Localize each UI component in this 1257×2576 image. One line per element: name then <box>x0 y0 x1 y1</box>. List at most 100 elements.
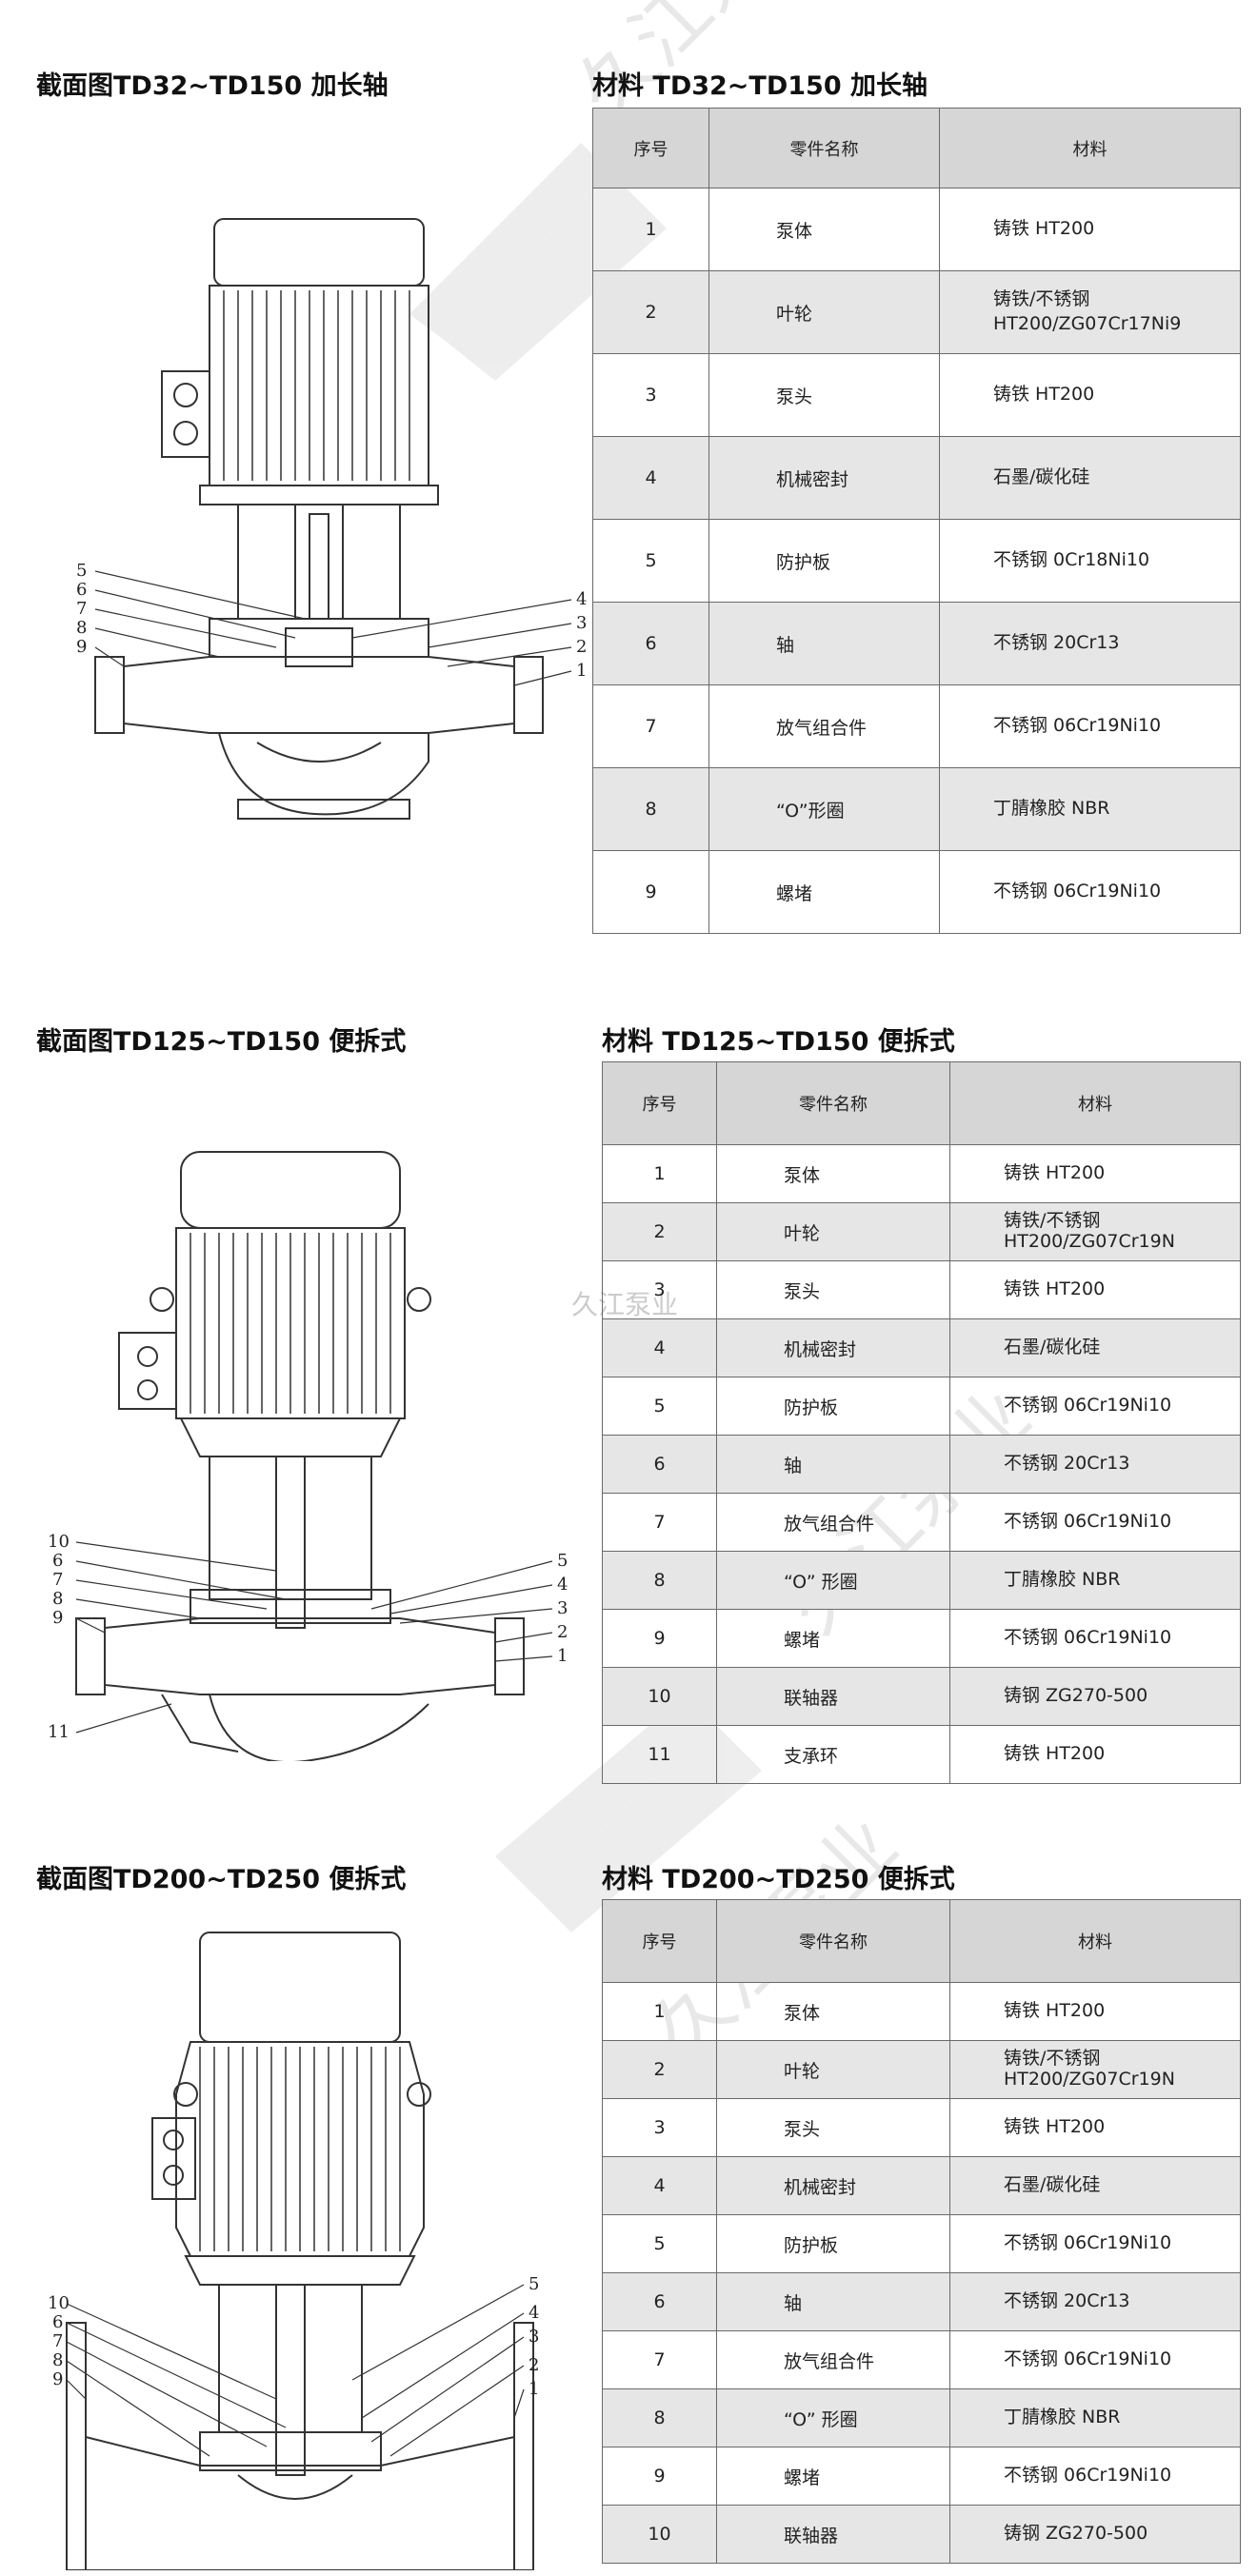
drawing-title-2: 截面图TD125~TD150 便拆式 <box>36 1027 407 1057</box>
callout-1: 1 <box>576 661 587 681</box>
header-no: 序号 <box>602 1061 717 1145</box>
table-cell: 1 <box>592 188 709 271</box>
table-cell: 4 <box>592 436 709 520</box>
table-cell: 6 <box>602 1435 717 1494</box>
table-cell: 不锈钢 20Cr13 <box>949 2272 1241 2331</box>
table-cell: 9 <box>592 850 709 934</box>
drawing-title-3: 截面图TD200~TD250 便拆式 <box>36 1865 407 1894</box>
table-cell: 螺堵 <box>716 1609 950 1668</box>
table-cell: 叶轮 <box>708 270 940 354</box>
table-cell: 螺堵 <box>716 2447 950 2506</box>
table-cell: 5 <box>602 1377 717 1436</box>
callout-3: 3 <box>557 1598 568 1618</box>
table-cell: 11 <box>602 1725 717 1784</box>
table-cell: 7 <box>592 684 709 768</box>
table-cell: 不锈钢 06Cr19Ni10 <box>949 2214 1241 2273</box>
table-cell: 机械密封 <box>716 2156 950 2215</box>
pump-cross-section-drawing-1: 5 6 7 8 9 4 3 2 1 <box>76 218 587 820</box>
table-cell: 3 <box>592 353 709 437</box>
table-header-row: 序号 零件名称 材料 <box>592 108 1241 188</box>
table-cell: 7 <box>602 1493 717 1552</box>
table-cell: 石墨/碳化硅 <box>939 436 1241 520</box>
callout-4: 4 <box>557 1575 568 1595</box>
table-cell: 泵头 <box>716 1260 950 1319</box>
table-cell: 7 <box>602 2330 717 2389</box>
callout-5: 5 <box>557 1551 568 1571</box>
table-cell: 联轴器 <box>716 2505 950 2564</box>
table-cell: 放气组合件 <box>716 2330 950 2389</box>
table-cell: 10 <box>602 2505 717 2564</box>
header-material: 材料 <box>949 1061 1241 1145</box>
table-cell: 铸铁 HT200 <box>949 1260 1241 1319</box>
table-cell: 2 <box>592 270 709 354</box>
table-cell: 放气组合件 <box>716 1493 950 1552</box>
table-cell: 铸铁 HT200 <box>949 1725 1241 1784</box>
drawing-title-1: 截面图TD32~TD150 加长轴 <box>36 71 389 101</box>
table-cell: 叶轮 <box>716 2040 950 2099</box>
table-cell: 泵头 <box>708 353 940 437</box>
table-cell: 不锈钢 20Cr13 <box>939 602 1241 685</box>
table-cell: 2 <box>602 2040 717 2099</box>
header-name: 零件名称 <box>708 108 940 188</box>
table-row: 8“O”形圈丁腈橡胶 NBR <box>592 767 1241 851</box>
table-cell: 不锈钢 06Cr19Ni10 <box>949 1493 1241 1552</box>
table-cell: 叶轮 <box>716 1202 950 1261</box>
table-cell: 铸钢 ZG270-500 <box>949 1667 1241 1726</box>
callout-3: 3 <box>529 2327 539 2347</box>
table-cell: 8 <box>602 2388 717 2447</box>
table-header-row: 序号 零件名称 材料 <box>602 1899 1241 1983</box>
callout-9: 9 <box>76 637 87 657</box>
callout-10: 10 <box>48 1532 70 1552</box>
table-cell: 泵体 <box>716 1144 950 1203</box>
table-cell: 1 <box>602 1144 717 1203</box>
table-cell: “O” 形圈 <box>716 2388 950 2447</box>
callout-6: 6 <box>52 1551 63 1571</box>
table-cell: 不锈钢 20Cr13 <box>949 1435 1241 1494</box>
table-row: 8“O” 形圈丁腈橡胶 NBR <box>602 1551 1241 1610</box>
table-cell: 铸铁/不锈钢 HT200/ZG07Cr17Ni9 <box>939 270 1241 354</box>
callout-9: 9 <box>52 1608 63 1628</box>
table-cell: 不锈钢 06Cr19Ni10 <box>949 2330 1241 2389</box>
table-cell: 6 <box>592 602 709 685</box>
callout-4: 4 <box>529 2303 539 2323</box>
table-cell: 不锈钢 06Cr19Ni10 <box>939 850 1241 934</box>
table-cell: 防护板 <box>716 1377 950 1436</box>
callout-5: 5 <box>529 2274 539 2294</box>
callout-5: 5 <box>76 561 87 581</box>
table-row: 8“O” 形圈丁腈橡胶 NBR <box>602 2388 1241 2447</box>
table-cell: 轴 <box>716 1435 950 1494</box>
callout-3: 3 <box>576 613 587 633</box>
table-cell: 不锈钢 06Cr19Ni10 <box>949 1609 1241 1668</box>
table-cell: 1 <box>602 1982 717 2041</box>
table-cell: 铸铁 HT200 <box>949 2098 1241 2157</box>
table-cell: 石墨/碳化硅 <box>949 2156 1241 2215</box>
table-cell: 丁腈橡胶 NBR <box>949 2388 1241 2447</box>
table-cell: 铸铁 HT200 <box>939 188 1241 271</box>
table-cell: 4 <box>602 1318 717 1377</box>
table-cell: 9 <box>602 2447 717 2506</box>
table-cell: 支承环 <box>716 1725 950 1784</box>
callout-1: 1 <box>529 2379 539 2399</box>
table-cell: 2 <box>602 1202 717 1261</box>
